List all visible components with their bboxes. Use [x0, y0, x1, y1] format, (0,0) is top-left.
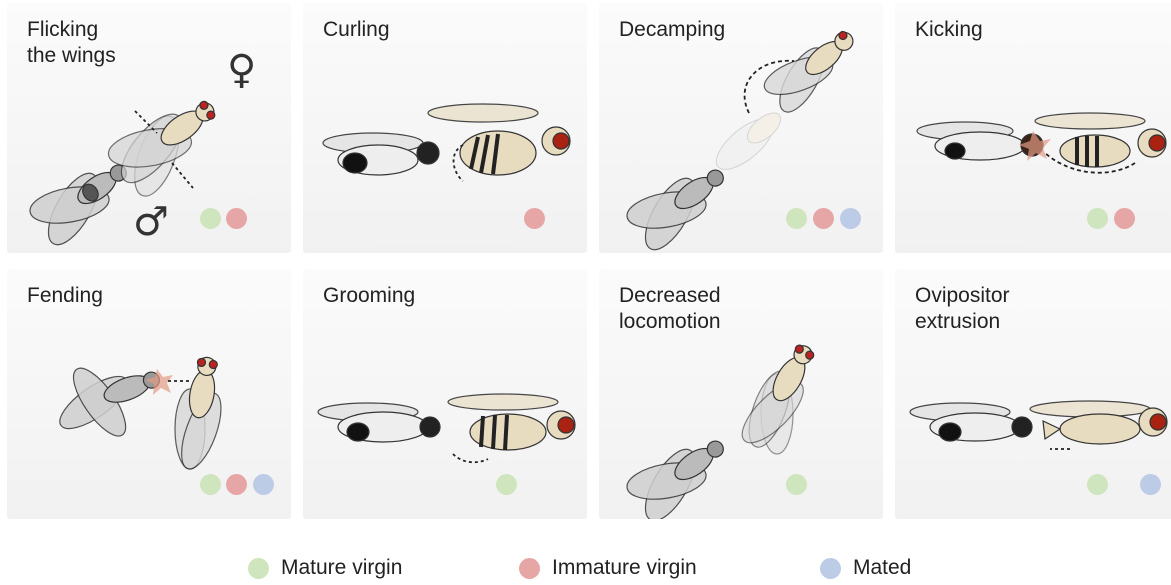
category-dots	[599, 474, 883, 496]
legend-label: Mature virgin	[281, 556, 402, 580]
legend-dot-mated	[820, 558, 841, 579]
legend-label: Immature virgin	[552, 556, 697, 580]
panel-ovipositor-extrusion: Ovipositor extrusion	[895, 269, 1171, 519]
panel-kicking: Kicking	[895, 3, 1171, 253]
legend-dot-immature-virgin	[519, 558, 540, 579]
dot-immature-virgin	[524, 208, 545, 229]
panel-title: Flicking the wings	[27, 17, 116, 69]
legend-item-mated: Mated	[820, 556, 911, 580]
panel-title: Grooming	[323, 283, 415, 309]
legend-dot-mature-virgin	[248, 558, 269, 579]
dot-immature-virgin	[226, 474, 247, 495]
panel-fending: Fending	[7, 269, 291, 519]
category-dots	[7, 474, 291, 496]
panel-grooming: Grooming	[303, 269, 587, 519]
category-dots	[303, 208, 587, 230]
panel-title: Ovipositor extrusion	[915, 283, 1010, 335]
category-dots	[303, 474, 587, 496]
dot-immature-virgin	[226, 208, 247, 229]
dot-mature-virgin	[786, 208, 807, 229]
dot-immature-virgin	[1114, 208, 1135, 229]
female-symbol: ♀	[227, 47, 256, 93]
panel-flicking-wings: Flicking the wings ♀ ♂	[7, 3, 291, 253]
legend: Mature virgin Immature virgin Mated	[0, 556, 1171, 584]
category-dots	[895, 208, 1171, 230]
panel-title: Decreased locomotion	[619, 283, 721, 335]
panel-curling: Curling	[303, 3, 587, 253]
panel-decreased-locomotion: Decreased locomotion	[599, 269, 883, 519]
dot-mature-virgin	[786, 474, 807, 495]
panel-title: Kicking	[915, 17, 983, 43]
dot-mature-virgin	[200, 474, 221, 495]
legend-item-immature-virgin: Immature virgin	[519, 556, 697, 580]
dot-mature-virgin	[1087, 474, 1108, 495]
dot-mated	[253, 474, 274, 495]
dot-mated	[840, 208, 861, 229]
dot-mated	[1140, 474, 1161, 495]
dot-mature-virgin	[1087, 208, 1108, 229]
dot-mature-virgin	[496, 474, 517, 495]
legend-label: Mated	[853, 556, 911, 580]
dot-mature-virgin	[200, 208, 221, 229]
panel-title: Decamping	[619, 17, 725, 43]
dot-immature-virgin	[813, 208, 834, 229]
category-dots	[599, 208, 883, 230]
panel-decamping: Decamping	[599, 3, 883, 253]
legend-item-mature-virgin: Mature virgin	[248, 556, 402, 580]
panel-title: Curling	[323, 17, 390, 43]
panel-title: Fending	[27, 283, 103, 309]
category-dots	[7, 208, 291, 230]
category-dots	[895, 474, 1171, 496]
